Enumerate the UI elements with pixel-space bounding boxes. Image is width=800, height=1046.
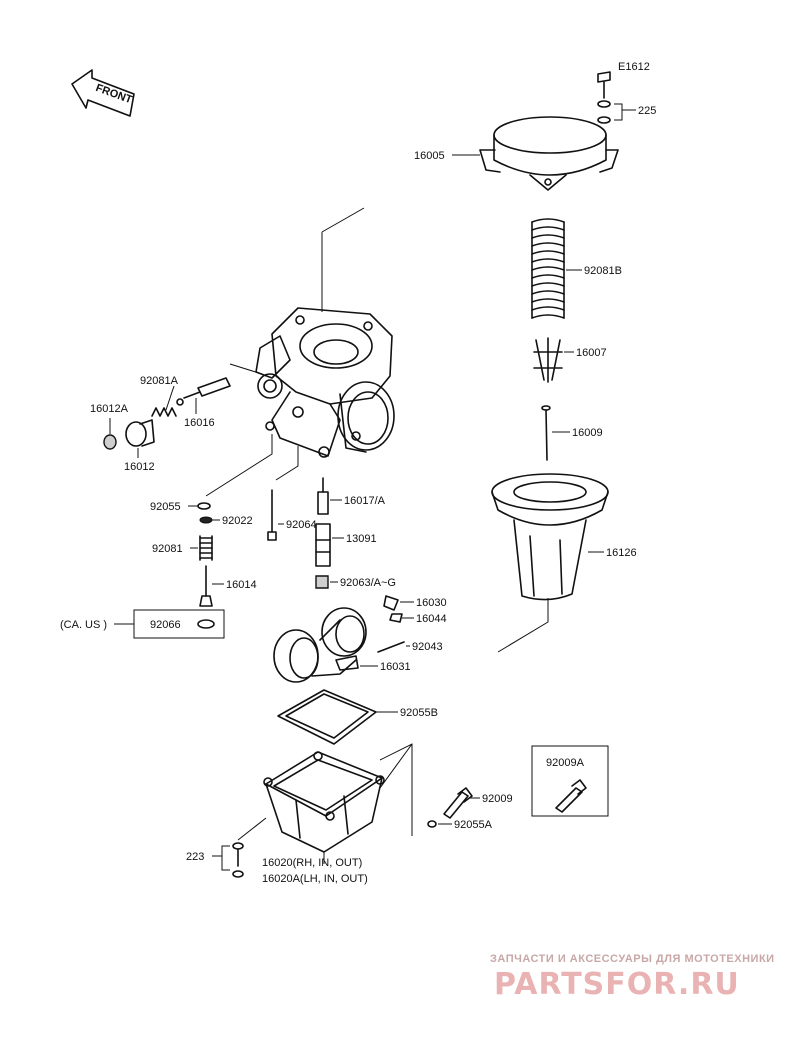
label-16012A: 16012A — [90, 403, 129, 415]
part-92081-spring — [199, 535, 213, 561]
part-92009-drain-screw — [443, 787, 473, 819]
watermark-tagline: ЗАПЧАСТИ И АКСЕССУАРЫ ДЛЯ МОТОТЕХНИКИ — [490, 953, 775, 965]
label-92055B: 92055B — [400, 707, 438, 719]
part-92066-cap — [197, 619, 215, 629]
label-ca-us: (CA. US ) — [60, 619, 107, 631]
part-92081A-spring — [151, 407, 177, 417]
part-92055B-gasket — [277, 689, 377, 745]
label-13091: 13091 — [346, 533, 377, 545]
label-92009: 92009 — [482, 793, 513, 805]
label-16005: 16005 — [414, 150, 445, 162]
label-92055A: 92055A — [454, 819, 493, 831]
part-92055-oring — [197, 502, 211, 510]
watermark-logo: PARTSFOR.RU — [494, 967, 740, 1002]
label-16007: 16007 — [576, 347, 607, 359]
part-16012-plug — [125, 419, 155, 447]
part-16020-float-bowl — [263, 751, 385, 853]
part-16007-needle-holder — [533, 337, 563, 383]
label-16020A: 16020A(LH, IN, OUT) — [262, 873, 368, 885]
part-92081B-spring — [531, 218, 565, 319]
front-arrow-icon: FRONT — [71, 69, 135, 117]
label-92063: 92063/A~G — [340, 577, 396, 589]
part-16044-clip — [389, 613, 403, 623]
part-92043-pin — [377, 641, 405, 653]
label-223: 223 — [186, 851, 204, 863]
part-92022-washer — [199, 516, 213, 524]
label-16014: 16014 — [226, 579, 257, 591]
label-16012: 16012 — [124, 461, 155, 473]
part-16012A-cap — [103, 434, 117, 450]
label-92081A: 92081A — [140, 375, 179, 387]
label-16030: 16030 — [416, 597, 447, 609]
label-92022: 92022 — [222, 515, 253, 527]
part-16017A-needle-jet — [317, 477, 329, 515]
label-92081: 92081 — [152, 543, 183, 555]
label-16017A: 16017/A — [344, 495, 386, 507]
part-225-screw — [597, 71, 611, 124]
part-16016-pilot-screw — [176, 377, 231, 406]
label-16044: 16044 — [416, 613, 447, 625]
part-92063-main-jet — [315, 575, 329, 589]
label-16031: 16031 — [380, 661, 411, 673]
part-16014-screw — [199, 565, 213, 607]
label-92081B: 92081B — [584, 265, 622, 277]
diagram-code: E1612 — [618, 61, 650, 73]
label-16126: 16126 — [606, 547, 637, 559]
label-92009A: 92009A — [546, 757, 585, 769]
part-92064-screw — [267, 489, 277, 541]
part-13091-holder — [315, 523, 331, 567]
part-16031-float — [273, 607, 367, 683]
part-16005-top-cover — [479, 116, 619, 191]
label-16016: 16016 — [184, 417, 215, 429]
carburetor-body — [255, 207, 395, 458]
part-92009A-screw — [555, 779, 587, 813]
part-16126-diaphragm — [491, 473, 609, 601]
part-16009-jet-needle — [541, 405, 551, 461]
part-92009A-box — [531, 745, 609, 817]
part-223-screws — [232, 842, 244, 878]
part-16030-float-valve — [383, 595, 399, 611]
part-92055A-oring — [427, 820, 437, 828]
label-225: 225 — [638, 105, 656, 117]
label-92043: 92043 — [412, 641, 443, 653]
label-16020: 16020(RH, IN, OUT) — [262, 857, 362, 869]
label-92064: 92064 — [286, 519, 317, 531]
label-92055: 92055 — [150, 501, 181, 513]
label-16009: 16009 — [572, 427, 603, 439]
label-92066: 92066 — [150, 619, 181, 631]
